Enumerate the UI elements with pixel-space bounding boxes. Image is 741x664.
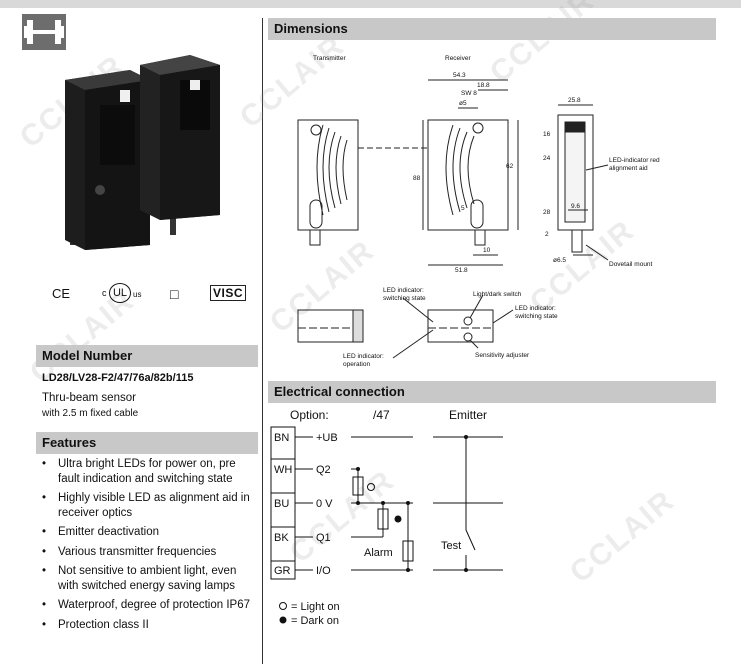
led-operation-state-label: operation: [343, 361, 370, 368]
led-switch-r-label: LED indicator:: [515, 305, 556, 312]
features-header: Features: [36, 432, 258, 454]
signal-0v: 0 V: [316, 498, 333, 510]
electrical-diagram: Option: /47 Emitter BN WH BU BK GR +UB Q…: [270, 408, 503, 627]
dim-9-6: 9.6: [571, 203, 580, 210]
dimensions-header: Dimensions: [268, 18, 716, 40]
dim-sw8: SW 8: [461, 90, 477, 97]
ul-mark: UL: [109, 283, 131, 303]
light-on-legend: = Light on: [291, 601, 340, 613]
wire-wh: WH: [274, 464, 292, 476]
dovetail-label: Dovetail mount: [609, 261, 653, 268]
electrical-header: Electrical connection: [268, 381, 716, 403]
dim-24: 24: [543, 155, 551, 162]
model-description: Thru-beam sensor: [42, 392, 136, 404]
dim-88: 88: [413, 175, 421, 182]
option-label: Option:: [290, 408, 329, 422]
signal-io: I/O: [316, 565, 331, 577]
dim-5: 5: [461, 205, 465, 212]
ul-suffix: us: [133, 290, 142, 299]
model-number-header: Model Number: [36, 345, 258, 367]
led-switch-state-label: switching state: [383, 295, 426, 302]
dim-25-8: 25.8: [568, 97, 581, 104]
wire-gr: GR: [274, 565, 291, 577]
led-operation-label: LED indicator:: [343, 353, 384, 360]
led-switch-label: LED indicator:: [383, 287, 424, 294]
dim-2: 2: [545, 231, 549, 238]
wire-bk: BK: [274, 532, 289, 544]
sensitivity-label: Sensitivity adjuster: [475, 352, 530, 359]
column-divider: [262, 18, 263, 664]
dim-28: 28: [543, 209, 551, 216]
model-cable: with 2.5 m fixed cable: [42, 408, 139, 419]
features-list: Ultra bright LEDs for power on, prefault…: [38, 457, 263, 637]
ce-mark: CE: [52, 286, 71, 301]
led-red-label: LED-indicator red: [609, 157, 660, 164]
signal-ub: +UB: [316, 432, 338, 444]
ul-prefix: c: [102, 288, 107, 298]
dark-on-legend: = Dark on: [291, 615, 339, 627]
top-bar: [0, 0, 741, 8]
alignment-label: alignment aid: [609, 165, 648, 172]
dim-18-8: 18.8: [477, 82, 490, 89]
signal-q2: Q2: [316, 464, 331, 476]
class-ii-mark: □: [170, 286, 179, 302]
transmitter-label: Transmitter: [313, 55, 346, 62]
option-47-label: /47: [373, 408, 390, 422]
product-category-icon: [22, 14, 66, 50]
feature-item: Not sensitive to ambient light, evenwith…: [38, 564, 263, 593]
dimensions-drawing: Transmitter Receiver 54.3 18.8 SW 8 ø5 2…: [297, 55, 660, 368]
dim-51-8: 51.8: [455, 267, 468, 274]
signal-q1: Q1: [316, 532, 331, 544]
dim-10: 10: [483, 247, 491, 254]
feature-item: Waterproof, degree of protection IP67: [38, 598, 263, 613]
wire-bn: BN: [274, 432, 289, 444]
led-switch-r-state-label: switching state: [515, 313, 558, 320]
product-photo: [40, 55, 240, 255]
light-dark-label: Light/dark switch: [473, 291, 522, 298]
receiver-label: Receiver: [445, 55, 471, 62]
dim-o5: ø5: [459, 100, 467, 107]
emitter-label: Emitter: [449, 408, 487, 422]
alarm-label: Alarm: [364, 547, 393, 559]
test-label: Test: [441, 540, 461, 552]
model-number: LD28/LV28-F2/47/76a/82b/115: [42, 372, 194, 384]
visc-mark: VISC: [210, 285, 247, 301]
wire-bu: BU: [274, 498, 289, 510]
feature-item: Highly visible LED as alignment aid inre…: [38, 491, 263, 520]
dim-16: 16: [543, 131, 551, 138]
feature-item: Protection class II: [38, 618, 263, 633]
feature-item: Emitter deactivation: [38, 525, 263, 540]
dim-62: 62: [506, 163, 514, 170]
dim-54-3: 54.3: [453, 72, 466, 79]
feature-item: Various transmitter frequencies: [38, 545, 263, 560]
feature-item: Ultra bright LEDs for power on, prefault…: [38, 457, 263, 486]
dim-o6-5: ø6.5: [553, 257, 566, 264]
